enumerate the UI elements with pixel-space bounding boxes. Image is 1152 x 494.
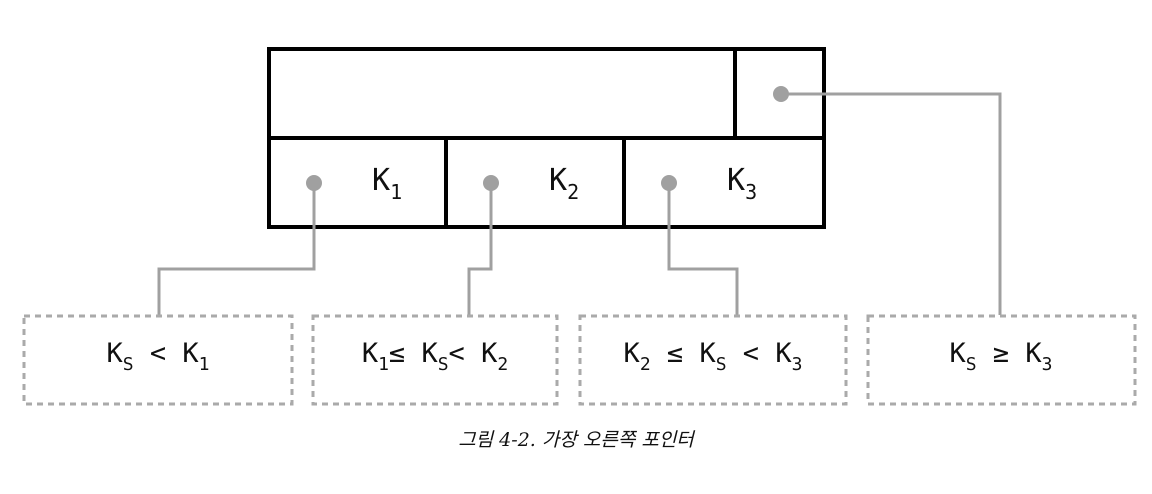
range-label-2: K1≤ KS< K2 <box>362 338 508 375</box>
range-label-3: K2 ≤ KS < K3 <box>624 338 803 375</box>
figure-caption: 그림 4-2. 가장 오른쪽 포인터 <box>458 429 696 451</box>
rightmost-pointer-dot <box>773 86 789 102</box>
pointer-dot-2 <box>483 175 499 191</box>
node-key-3: K3 <box>727 163 757 204</box>
range-box-2 <box>311 314 559 406</box>
pointer-dot-3 <box>661 175 677 191</box>
node-key-1: K1 <box>372 163 402 204</box>
pointer-line-1 <box>157 183 316 315</box>
range-box-1 <box>22 314 294 406</box>
node-key-2: K2 <box>549 163 579 204</box>
rightmost-pointer-line <box>781 92 1002 315</box>
range-box-3 <box>578 314 848 406</box>
btree-node: K1 K2 K3 <box>267 47 826 229</box>
pointer-line-2 <box>467 183 493 315</box>
range-box-4 <box>866 314 1137 406</box>
range-label-4: KS ≥ K3 <box>950 338 1053 375</box>
pointer-dot-1 <box>306 175 322 191</box>
pointer-connectors <box>157 86 1002 315</box>
range-label-1: KS < K1 <box>107 338 210 375</box>
pointer-line-3 <box>667 183 739 315</box>
range-boxes: KS < K1 K1≤ KS< K2 K2 ≤ KS < K3 KS ≥ K3 <box>22 314 1137 406</box>
